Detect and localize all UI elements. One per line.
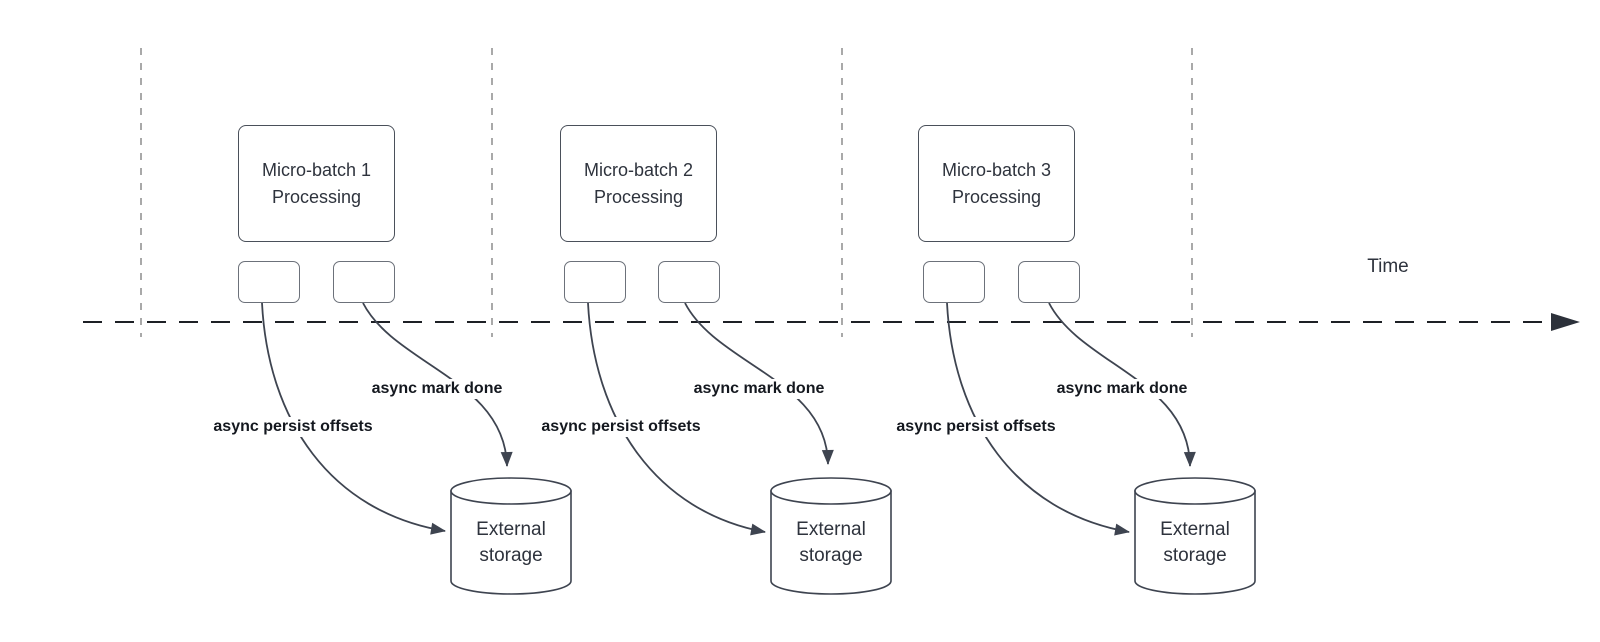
persist-offsets-arrow-3 [946,302,1130,536]
task-box-1b [333,261,395,303]
external-storage-label-2: External storage [796,519,866,566]
node-subtitle: Processing [951,186,1042,207]
task-box-2b [658,261,720,303]
microbatch-2-processing-node: Micro-batch 2 Processing [560,125,717,242]
mark-done-arrow-3 [1048,302,1196,467]
external-storage-label-3: External storage [1160,519,1230,566]
cylinder-body [770,490,892,595]
external-storage-cylinder-1 [450,477,572,595]
mark-done-label-2: async mark done [690,379,828,399]
persist-offsets-label-3: async persist offsets [893,417,1059,437]
task-box-3b [1018,261,1080,303]
cylinder-body [450,490,572,595]
cylinder-top [450,477,572,505]
node-title: Micro-batch 3 [941,159,1052,180]
mark-done-label-1: async mark done [368,379,506,399]
time-axis-arrowhead-icon [1551,313,1580,331]
cylinder-top [770,477,892,505]
persist-offsets-arrow-1 [261,302,446,535]
external-storage-label-1: External storage [476,519,546,566]
node-title: Micro-batch 1 [261,159,372,180]
mark-done-arrow-1 [362,302,513,467]
microbatch-3-processing-node: Micro-batch 3 Processing [918,125,1075,242]
task-box-3a [923,261,985,303]
mark-done-label-3: async mark done [1053,379,1191,399]
node-title: Micro-batch 2 [583,159,694,180]
task-box-1a [238,261,300,303]
persist-offsets-arrow-2 [587,302,766,536]
cylinder-body [1134,490,1256,595]
mark-done-arrow-2 [684,302,834,465]
node-subtitle: Processing [593,186,684,207]
microbatch-1-processing-node: Micro-batch 1 Processing [238,125,395,242]
time-interval-gridlines [140,48,1193,337]
persist-offsets-label-2: async persist offsets [538,417,704,437]
time-axis-label: Time [1367,256,1409,277]
cylinder-top [1134,477,1256,505]
node-subtitle: Processing [271,186,362,207]
persist-offsets-label-1: async persist offsets [210,417,376,437]
external-storage-cylinder-2 [770,477,892,595]
task-box-2a [564,261,626,303]
external-storage-cylinder-3 [1134,477,1256,595]
